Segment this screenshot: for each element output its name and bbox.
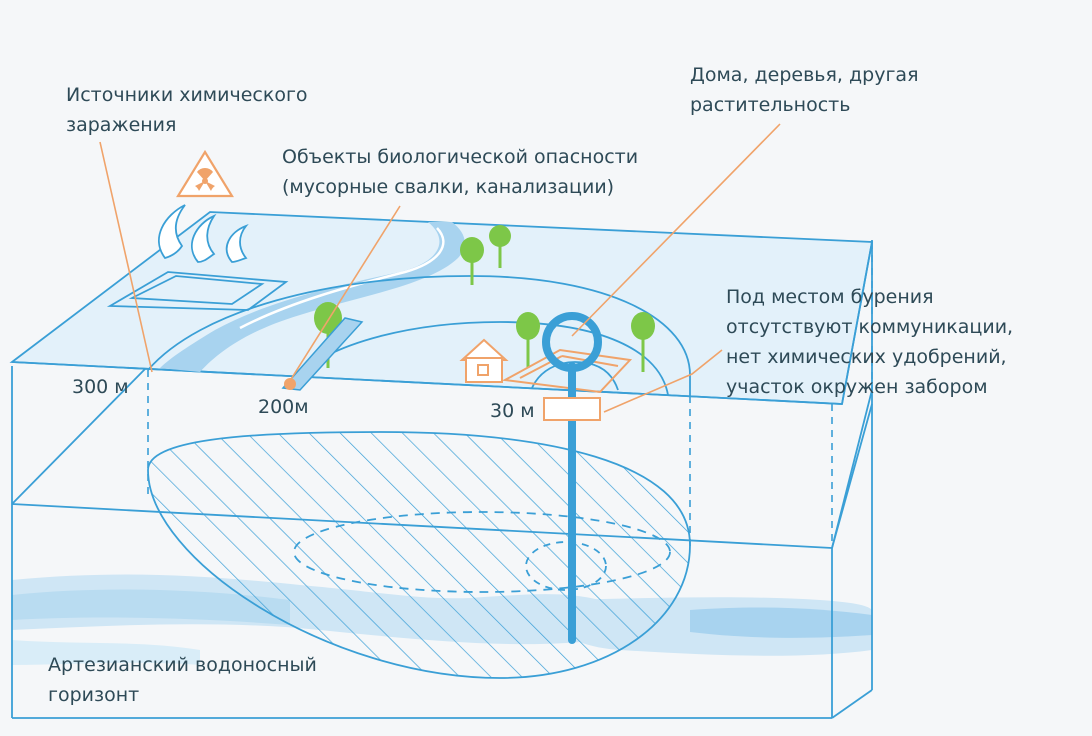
zone-300m-underground <box>147 431 691 679</box>
tree-icon <box>516 312 540 368</box>
stream <box>160 222 465 372</box>
tree-icon <box>631 312 655 372</box>
sewer-outfall <box>281 317 364 391</box>
tree-icon <box>489 225 511 268</box>
drilling-site-label-line: Под местом бурения <box>726 286 934 308</box>
distance-300m: 300 м <box>72 376 129 398</box>
chemical-source-tray <box>106 271 289 311</box>
drilling-site-label-line: нет химических удобрений, <box>726 346 1007 368</box>
leader-lines <box>99 123 781 413</box>
houses-trees-label-line: растительность <box>690 94 851 116</box>
house-icon <box>459 338 509 383</box>
houses-trees-label: Дома, деревья, другая растительность <box>690 60 919 120</box>
zone-30m-surface <box>531 361 619 391</box>
distance-30m: 30 м <box>490 400 535 422</box>
ground-block <box>11 240 873 719</box>
biological-hazard-label-line: Объекты биологической опасности <box>282 146 639 168</box>
radiation-warning-icon <box>176 149 234 198</box>
distance-200m: 200м <box>258 396 309 418</box>
biological-hazard-label: Объекты биологической опасности (мусорны… <box>282 142 638 202</box>
aquifer-label-line: Артезианский водоносный <box>48 654 317 676</box>
houses-trees-label-line: Дома, деревья, другая <box>690 64 919 86</box>
plot-sign <box>543 397 601 421</box>
aquifer-label-line: горизонт <box>48 684 140 706</box>
biological-hazard-label-line: (мусорные свалки, канализации) <box>282 176 615 198</box>
chemical-fumes-icon <box>158 204 249 263</box>
chemical-source-label-line: заражения <box>66 114 177 136</box>
drilling-site-label: Под местом бурения отсутствуют коммуника… <box>726 282 1013 402</box>
tree-icon <box>460 237 484 285</box>
zone-30m-underground <box>525 541 607 591</box>
zone-200m-underground <box>293 511 671 593</box>
zone-300m-surface <box>147 275 691 396</box>
chemical-source-label-line: Источники химического <box>66 84 308 106</box>
drilling-site-label-line: отсутствуют коммуникации, <box>726 316 1014 338</box>
aquifer-label: Артезианский водоносный горизонт <box>48 650 317 710</box>
chemical-source-label: Источники химического заражения <box>66 80 308 140</box>
drilling-site-label-line: участок окружен забором <box>726 376 988 398</box>
